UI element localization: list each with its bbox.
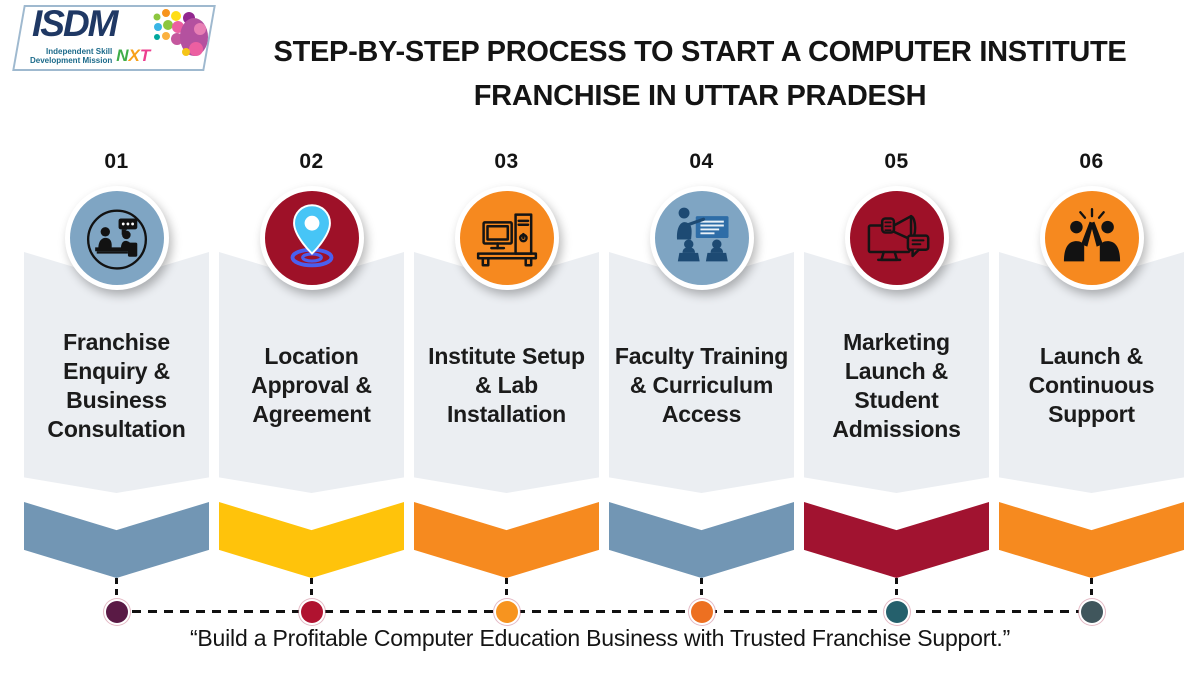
step-column-4: 04 Faculty Training & Curriculum <box>607 0 796 675</box>
step-label: Location Approval & Agreement <box>251 343 372 427</box>
timeline-dashed-line <box>116 610 1092 613</box>
logo-head-graphic <box>153 9 208 56</box>
timeline-dot <box>1080 601 1103 623</box>
step-number: 05 <box>884 150 909 173</box>
dashed-connector <box>310 578 313 603</box>
step-number: 01 <box>104 150 129 173</box>
step-card: Launch & Continuous Support <box>999 252 1184 493</box>
step-column-1: 01 Franchise Enquiry & Business <box>22 0 211 675</box>
step-column-3: 03 Institute Setup & Lab Installation <box>412 0 601 675</box>
step-number: 04 <box>689 150 714 173</box>
dashed-connector <box>115 578 118 603</box>
chevron-down-arrow <box>609 502 794 578</box>
step-card: Location Approval & Agreement <box>219 252 404 493</box>
timeline-dot <box>105 601 128 623</box>
logo-tagline-line2: Development Mission <box>30 56 113 65</box>
timeline-dot <box>495 601 518 623</box>
chevron-down-arrow <box>414 502 599 578</box>
computer-icon <box>476 213 537 267</box>
page-title-line1: STEP-BY-STEP PROCESS TO START A COMPUTER… <box>273 36 1127 68</box>
faculty-training-icon <box>676 207 729 262</box>
step-icon-circle <box>1039 186 1144 290</box>
step-column-5: 05 Marketing Launch & Student Admissions <box>802 0 991 675</box>
step-label: Institute Setup & Lab Installation <box>428 343 585 427</box>
page-title-line2: FRANCHISE IN UTTAR PRADESH <box>473 80 927 112</box>
chevron-down-arrow <box>219 502 404 578</box>
consultation-icon <box>86 209 147 270</box>
logo-tagline: Independent Skill Development Mission <box>30 47 112 65</box>
bottom-quote: “Build a Profitable Computer Education B… <box>189 625 1011 651</box>
dashed-connector <box>700 578 703 603</box>
step-icon-circle <box>64 186 169 290</box>
location-pin-icon <box>290 204 333 268</box>
step-card: Institute Setup & Lab Installation <box>414 252 599 493</box>
step-card: Franchise Enquiry & Business Consultatio… <box>24 252 209 493</box>
chevron-down-arrow <box>999 502 1184 578</box>
logo-brand-text: ISDM <box>32 3 118 44</box>
step-icon-circle <box>454 186 559 290</box>
step-icon-circle <box>649 186 754 290</box>
timeline-dot <box>300 601 323 623</box>
step-icon-circle <box>259 186 364 290</box>
timeline-dot <box>690 601 713 623</box>
steps-row: 01 Franchise Enquiry & Business <box>22 0 1186 675</box>
step-card: Faculty Training & Curriculum Access <box>609 252 794 493</box>
logo-subtext: Independent Skill Development Mission NX… <box>30 46 150 66</box>
timeline-dot <box>885 601 908 623</box>
step-label: Marketing Launch & Student Admissions <box>832 328 961 442</box>
step-number: 02 <box>299 150 324 173</box>
step-icon-circle <box>844 186 949 290</box>
step-label: Franchise Enquiry & Business Consultatio… <box>47 328 186 442</box>
page-title: STEP-BY-STEP PROCESS TO START A COMPUTER… <box>225 30 1175 118</box>
logo-content: ISDM Independent Skill D <box>24 3 214 70</box>
step-column-6: 06 Launch & Continuous Support <box>997 0 1186 675</box>
dashed-connector <box>1090 578 1093 603</box>
step-card: Marketing Launch & Student Admissions <box>804 252 989 493</box>
isdm-logo: ISDM Independent Skill D <box>10 3 216 74</box>
logo-nxt-text: NXT <box>116 46 151 65</box>
megaphone-icon <box>867 214 929 262</box>
step-column-2: 02 Location Approval & Agreement <box>217 0 406 675</box>
high-five-icon <box>1063 207 1120 262</box>
chevron-down-arrow <box>24 502 209 578</box>
dashed-connector <box>505 578 508 603</box>
logo-tagline-line1: Independent Skill <box>46 47 113 56</box>
step-label: Launch & Continuous Support <box>1028 343 1155 427</box>
chevron-down-arrow <box>804 502 989 578</box>
step-label: Faculty Training & Curriculum Access <box>614 343 789 427</box>
dashed-connector <box>895 578 898 603</box>
step-number: 06 <box>1079 150 1104 173</box>
step-number: 03 <box>494 150 519 173</box>
